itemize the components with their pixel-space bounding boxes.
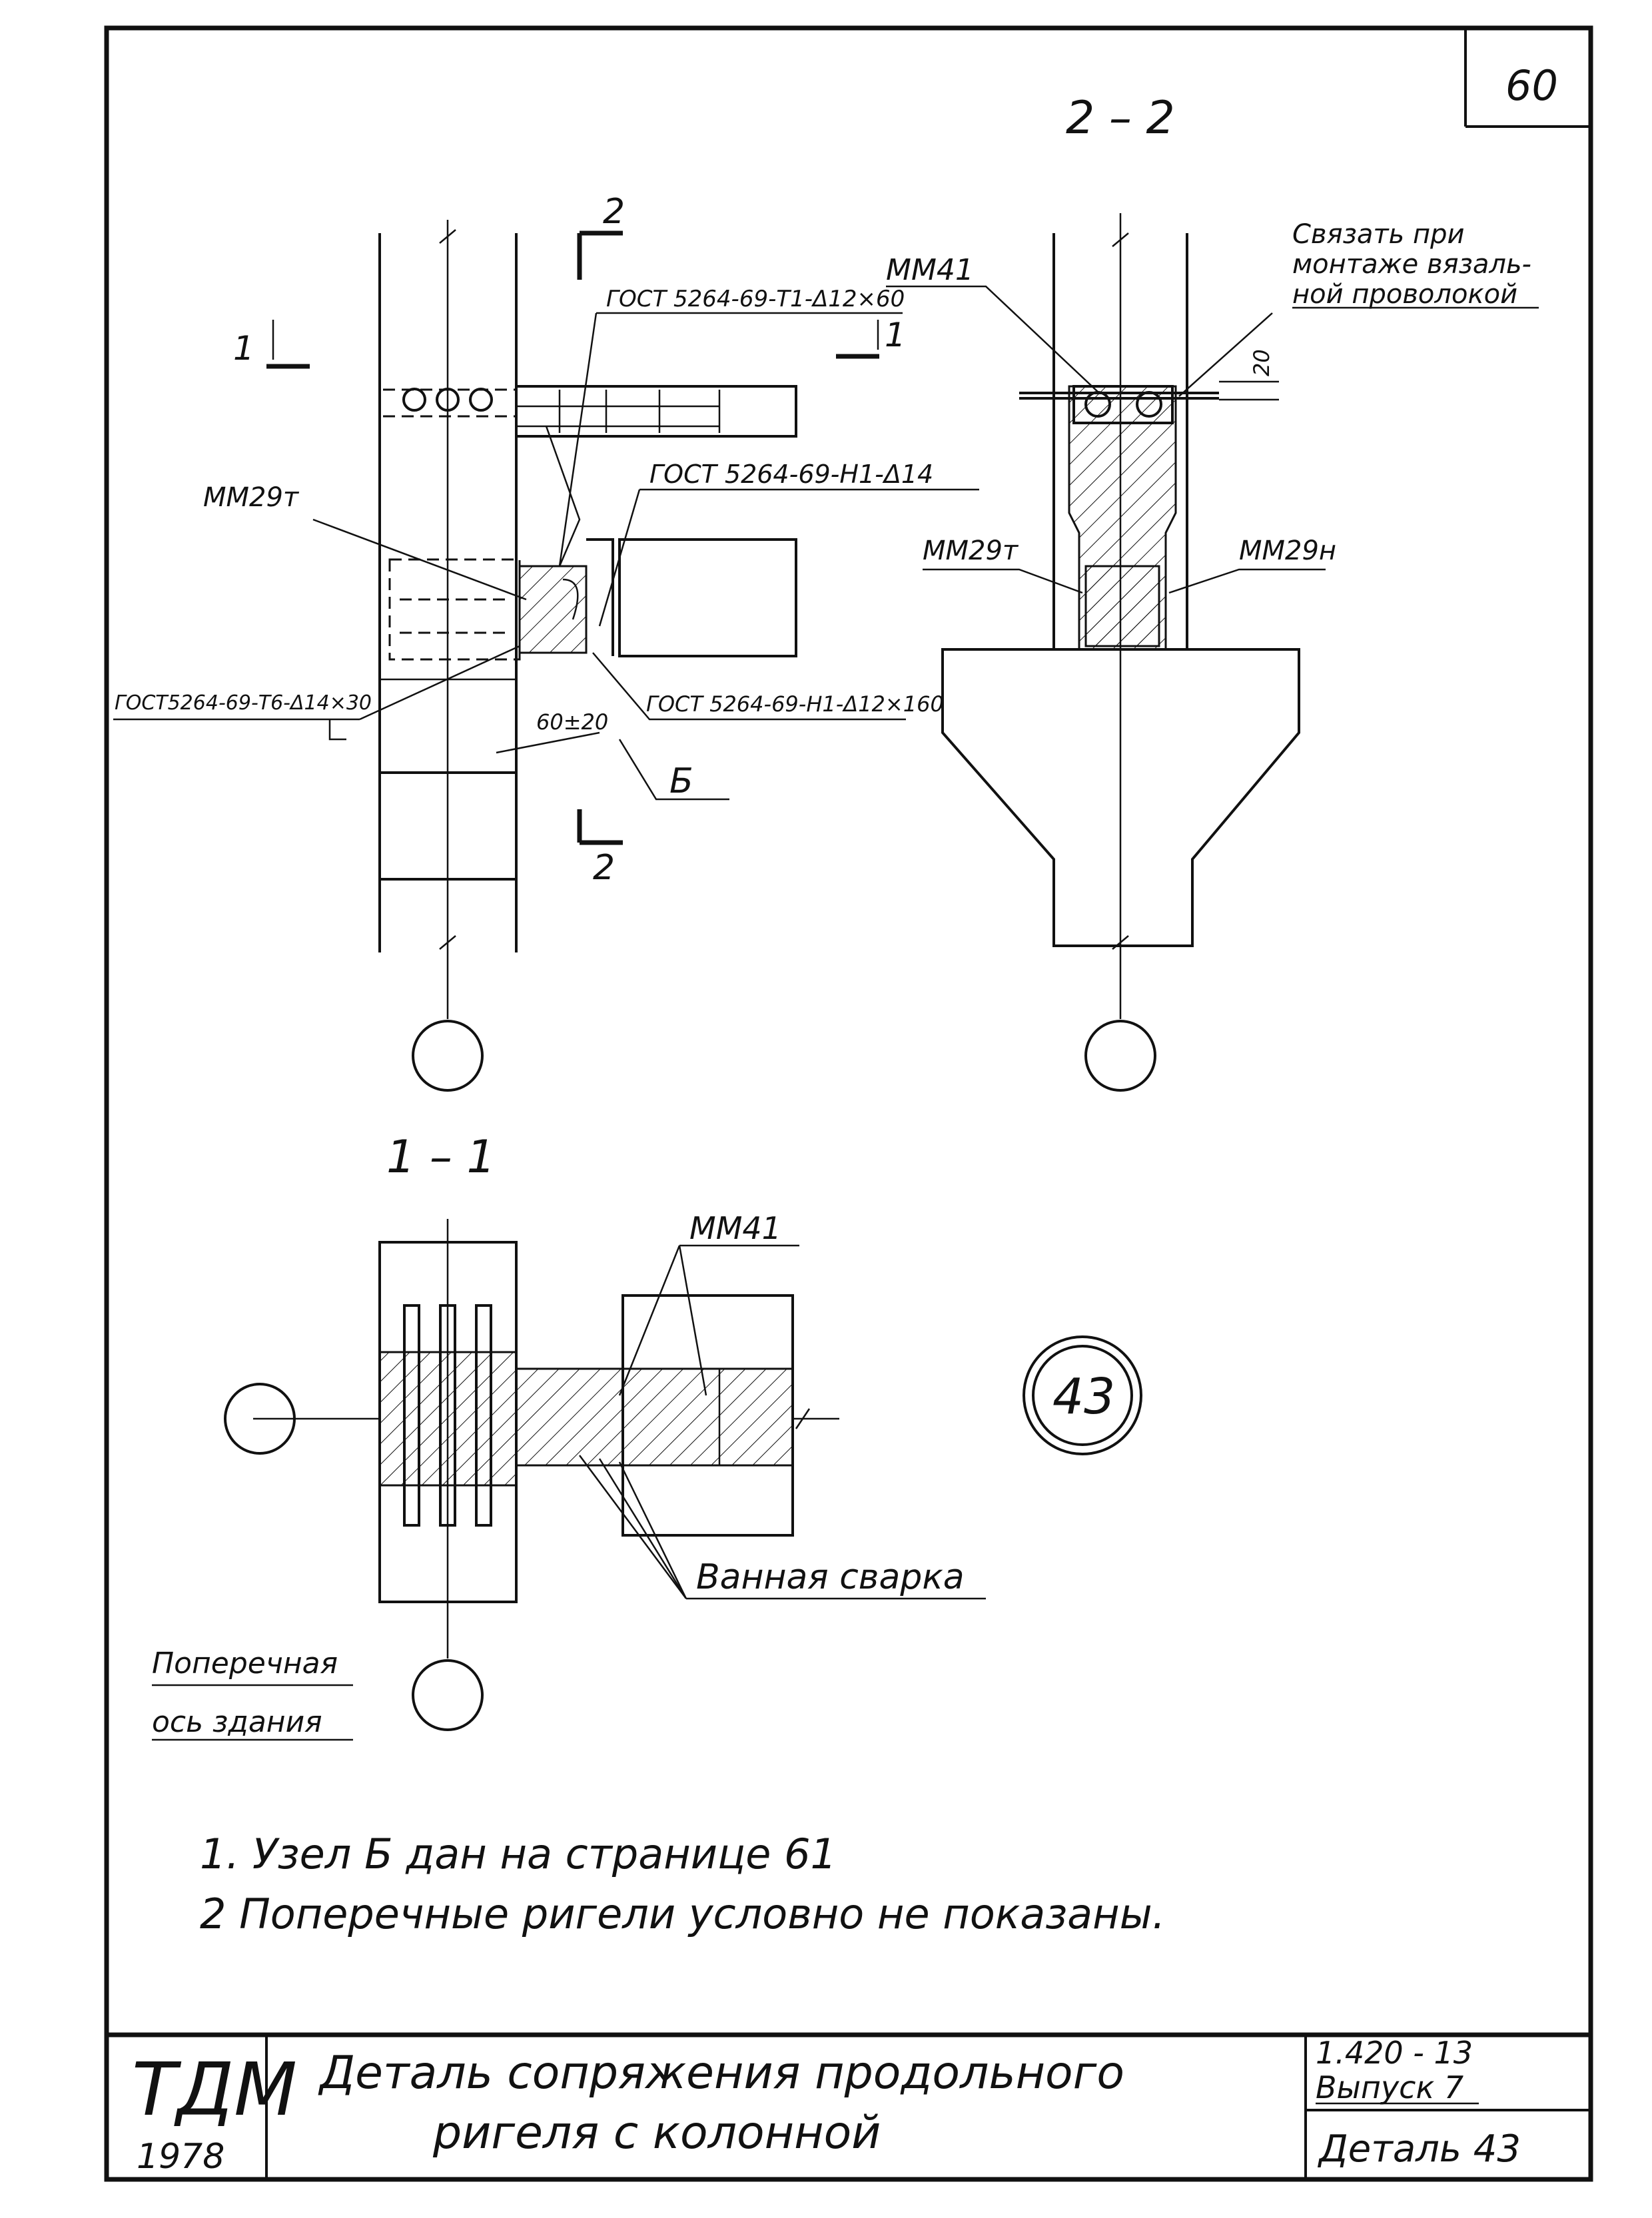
- cut-2-bottom: 2: [593, 848, 615, 888]
- axis-label-line2: ось здания: [152, 1705, 322, 1739]
- mm29n-section-label: ММ29н: [1239, 536, 1336, 566]
- section-2-2-title: 2 – 2: [1066, 92, 1175, 145]
- detail-number-badge: 43: [1023, 1335, 1142, 1455]
- elevation-view: ГОСТ 5264-69-Т1-Δ12×60 ГОСТ 5264-69-Н1-Δ…: [113, 192, 979, 1092]
- dim-60-label: 60±20: [536, 709, 608, 735]
- mm41-plan-label: ММ41: [689, 1210, 781, 1246]
- tie-note-line1: Связать при: [1292, 219, 1464, 250]
- mm41-section-label: ММ41: [886, 253, 974, 287]
- title-line-1: Деталь сопряжения продольного: [318, 2047, 1124, 2099]
- section-1-1-view: 1 – 1 ММ41 Ванная сварка Поперечная ось …: [152, 1131, 986, 1741]
- welding-label: Ванная сварка: [696, 1557, 965, 1597]
- detail-number: 43: [1052, 1368, 1115, 1425]
- gost-top-label: ГОСТ 5264-69-Т1-Δ12×60: [606, 286, 905, 312]
- cut-1-left: 1: [233, 329, 254, 368]
- notes: 1. Узел Б дан на странице 61 2 Поперечны…: [200, 1830, 1165, 1938]
- sheet-frame: 60: [104, 25, 1593, 2182]
- detail-label: Деталь 43: [1317, 2127, 1521, 2171]
- tie-note-line3: ной проволокой: [1292, 279, 1517, 310]
- title-line-2: ригеля с колонной: [432, 2107, 881, 2159]
- year: 1978: [137, 2137, 224, 2177]
- note-1: 1. Узел Б дан на странице 61: [200, 1830, 837, 1878]
- mm29t-section-label: ММ29т: [923, 536, 1019, 566]
- node-b-label: Б: [669, 761, 693, 801]
- issue: Выпуск 7: [1316, 2069, 1463, 2105]
- axis-label-line1: Поперечная: [152, 1647, 338, 1680]
- section-2-2-view: 2 – 2 20 ММ41 Связать при монтаже вязаль…: [886, 92, 1539, 1092]
- gost-mid-label: ГОСТ 5264-69-Н1-Δ14: [649, 460, 933, 489]
- dim-20-label: 20: [1249, 349, 1274, 376]
- note-2: 2 Поперечные ригели условно не показаны.: [200, 1890, 1165, 1938]
- doc-code: 1.420 - 13: [1316, 2035, 1473, 2071]
- org-logo: ТДМ: [132, 2047, 297, 2132]
- mm29t-elev-label: ММ29т: [203, 482, 300, 513]
- page-number: 60: [1505, 61, 1558, 110]
- gost-right-label: ГОСТ 5264-69-Н1-Δ12×160: [646, 691, 944, 717]
- cut-2-top: 2: [603, 192, 625, 232]
- section-1-1-title: 1 – 1: [386, 1131, 496, 1184]
- tie-note-line2: монтаже вязаль-: [1292, 249, 1531, 280]
- title-block: ТДМ 1978 Деталь сопряжения продольного р…: [107, 2032, 1591, 2179]
- cut-1-right: 1: [885, 316, 906, 354]
- gost-left-label: ГОСТ5264-69-Т6-Δ14×30: [115, 691, 372, 715]
